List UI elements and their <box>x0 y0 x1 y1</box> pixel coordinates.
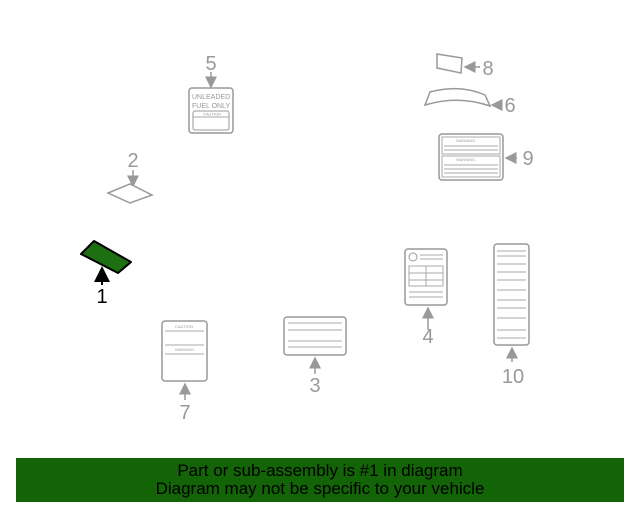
part-8[interactable]: 8 <box>436 53 494 80</box>
caution-text-7: CAUTION <box>175 324 193 329</box>
callout-2: 2 <box>127 150 138 172</box>
callout-8: 8 <box>482 58 493 80</box>
warning-text-2: WARNING <box>456 157 475 162</box>
banner-line-2: Diagram may not be specific to your vehi… <box>155 479 485 498</box>
part-8-shape <box>436 53 463 74</box>
part-5-fuel-label[interactable]: 5 UNLEADED FUEL ONLY CAUTION <box>188 53 234 134</box>
part-10-shape <box>493 243 530 346</box>
part-3-shape <box>283 316 347 356</box>
part-7-label[interactable]: CAUTION WARNING 7 <box>161 320 208 424</box>
caution-text: CAUTION <box>203 112 221 117</box>
part-2-shape <box>106 183 154 204</box>
tire-icon <box>408 252 418 262</box>
part-1-shape <box>80 240 132 274</box>
callout-10: 10 <box>502 366 524 388</box>
warning-text-1: WARNING <box>456 138 475 143</box>
part-7-shape <box>161 320 208 382</box>
callout-6: 6 <box>504 95 515 117</box>
callout-7: 7 <box>179 402 190 424</box>
part-2[interactable]: 2 <box>106 150 154 204</box>
part-10-label[interactable]: 10 <box>493 243 530 388</box>
part-9-warning-label[interactable]: WARNING WARNING 9 <box>438 133 534 181</box>
part-1-selected[interactable]: 1 <box>80 240 132 308</box>
callout-1: 1 <box>96 286 107 308</box>
caution-box <box>192 110 230 131</box>
callout-9: 9 <box>522 148 533 170</box>
callout-5: 5 <box>205 53 216 75</box>
part-4-label[interactable]: 4 <box>404 248 448 348</box>
callout-4: 4 <box>422 326 433 348</box>
unleaded-text: UNLEADED <box>192 94 230 101</box>
warning-box-1 <box>441 136 501 155</box>
banner-line-1: Part or sub-assembly is #1 in diagram <box>177 461 463 480</box>
warning-box-2 <box>441 155 501 178</box>
info-banner: Part or sub-assembly is #1 in diagram Di… <box>16 458 624 502</box>
part-3-label[interactable]: 3 <box>283 316 347 397</box>
callout-3: 3 <box>309 375 320 397</box>
part-6-shape <box>423 87 492 108</box>
warning-text-7: WARNING <box>175 347 194 352</box>
part-6[interactable]: 6 <box>423 87 516 117</box>
fuel-only-text: FUEL ONLY <box>192 103 230 110</box>
